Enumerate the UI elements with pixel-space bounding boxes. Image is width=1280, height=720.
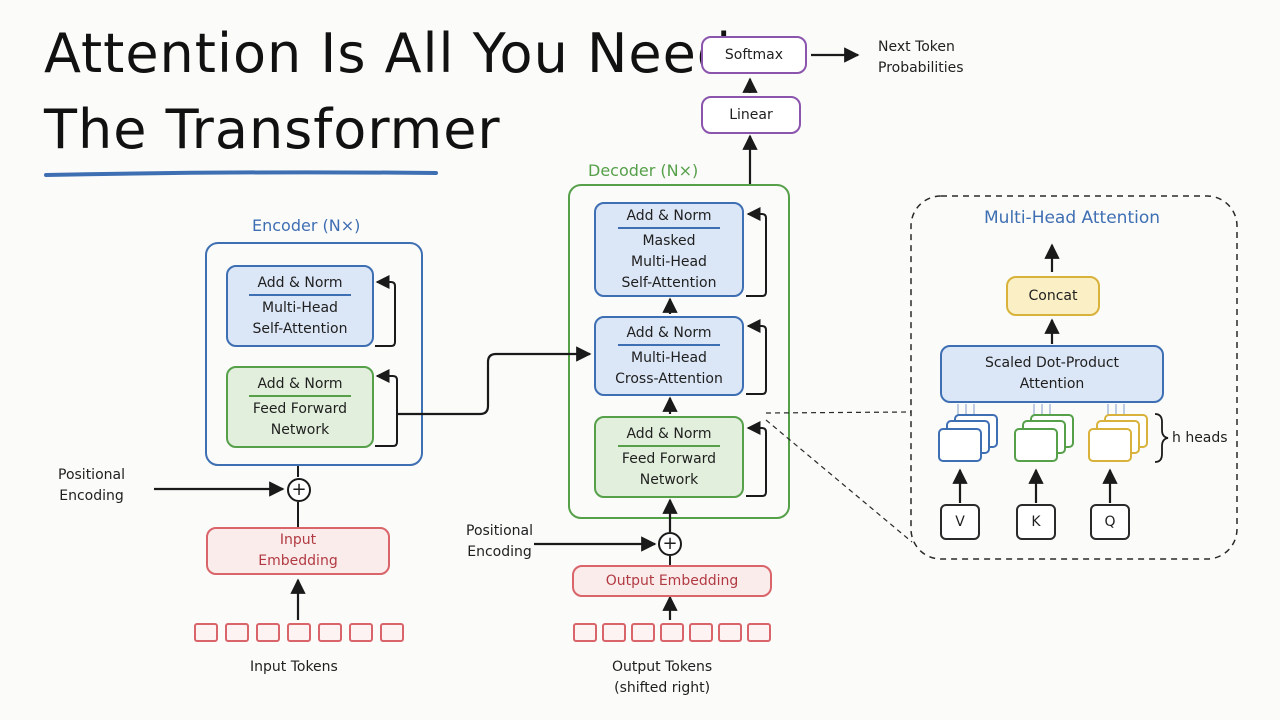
enc-residual-attn: [375, 275, 396, 347]
input-token: [225, 623, 249, 642]
input-embedding-block: Input Embedding: [206, 527, 390, 575]
input-token: [287, 623, 311, 642]
decoder-masked-line1: Masked: [642, 232, 696, 249]
input-tokens-label: Input Tokens: [250, 659, 338, 675]
decoder-label: Decoder (N×): [588, 161, 699, 180]
encoder-attn-line2: Self-Attention: [252, 320, 348, 337]
next-token-line2: Probabilities: [878, 60, 964, 76]
mha-detail-frame: [910, 195, 1238, 560]
output-token: [747, 623, 771, 642]
dec-residual-masked: [746, 207, 767, 297]
encoder-attn-add-norm: Add & Norm: [249, 273, 351, 296]
encoder-ffn-line1: Feed Forward: [252, 400, 348, 417]
next-token-probabilities: Next Token Probabilities: [878, 37, 964, 79]
decoder-ffn-add-norm: Add & Norm: [618, 424, 720, 447]
heads-brace: [1154, 413, 1169, 463]
zoom-line-top: [765, 411, 912, 414]
output-tokens-label: Output Tokens (shifted right): [612, 657, 712, 699]
decoder-cross-line2: Cross-Attention: [615, 370, 723, 387]
mha-detail-title: Multi-Head Attention: [984, 208, 1161, 228]
encoder-add-icon: +: [287, 478, 311, 502]
decoder-masked-line2: Multi-Head: [631, 253, 707, 270]
sdpa-line2: Attention: [1019, 376, 1085, 392]
input-token: [349, 623, 373, 642]
sdpa-line1: Scaled Dot-Product: [984, 355, 1120, 371]
encoder-frame: [205, 242, 423, 466]
scaled-dot-product-attention-block: Scaled Dot-Product Attention: [940, 345, 1164, 403]
next-token-line1: Next Token: [878, 39, 955, 55]
encoder-label: Encoder (N×): [252, 216, 361, 235]
page-title-line2: The Transformer: [44, 98, 501, 161]
arrow-encoder-to-cross-attention: [397, 346, 592, 416]
decoder-masked-attention-block: Add & Norm Masked Multi-Head Self-Attent…: [594, 202, 744, 297]
encoder-ffn-add-norm: Add & Norm: [249, 374, 351, 397]
encoder-ffn-block: Add & Norm Feed Forward Network: [226, 366, 374, 448]
v-input: V: [940, 504, 980, 540]
linear-block: Linear: [701, 96, 801, 134]
title-underline: [44, 170, 438, 177]
encoder-attn-line1: Multi-Head: [262, 299, 338, 316]
decoder-ffn-line2: Network: [639, 471, 699, 488]
h-heads-label: h heads: [1172, 430, 1228, 446]
decoder-frame: [568, 184, 790, 519]
output-token: [631, 623, 655, 642]
decoder-cross-attention-block: Add & Norm Multi-Head Cross-Attention: [594, 316, 744, 396]
input-token: [380, 623, 404, 642]
input-embedding-line1: Input: [279, 532, 317, 548]
zoom-line-bottom: [765, 419, 913, 543]
output-tokens-line2: (shifted right): [614, 680, 711, 696]
output-tokens-line1: Output Tokens: [612, 659, 713, 675]
decoder-posenc-line2: Encoding: [467, 544, 532, 560]
q-head: [1088, 428, 1132, 462]
output-token: [573, 623, 597, 642]
concat-block: Concat: [1006, 276, 1100, 316]
decoder-masked-line3: Self-Attention: [621, 274, 717, 291]
input-embedding-line2: Embedding: [258, 553, 338, 569]
decoder-add-icon: +: [658, 532, 682, 556]
q-input: Q: [1090, 504, 1130, 540]
dec-residual-ffn: [746, 421, 767, 497]
decoder-masked-add-norm: Add & Norm: [618, 206, 720, 229]
enc-residual-ffn: [375, 369, 398, 447]
decoder-cross-line1: Multi-Head: [631, 349, 707, 366]
output-embedding-block: Output Embedding: [572, 565, 772, 597]
encoder-attention-block: Add & Norm Multi-Head Self-Attention: [226, 265, 374, 347]
k-head: [1014, 428, 1058, 462]
encoder-positional-encoding: Positional Encoding: [58, 465, 125, 507]
encoder-ffn-line2: Network: [270, 421, 330, 438]
input-token: [194, 623, 218, 642]
decoder-ffn-line1: Feed Forward: [621, 450, 717, 467]
input-token: [318, 623, 342, 642]
decoder-ffn-block: Add & Norm Feed Forward Network: [594, 416, 744, 498]
encoder-posenc-line2: Encoding: [59, 488, 124, 504]
input-token: [256, 623, 280, 642]
encoder-posenc-line1: Positional: [58, 467, 125, 483]
output-token: [660, 623, 684, 642]
output-token: [602, 623, 626, 642]
decoder-positional-encoding: Positional Encoding: [466, 521, 533, 563]
k-input: K: [1016, 504, 1056, 540]
softmax-block: Softmax: [701, 36, 807, 74]
output-token: [689, 623, 713, 642]
output-token: [718, 623, 742, 642]
v-head: [938, 428, 982, 462]
dec-residual-cross: [746, 319, 767, 395]
decoder-cross-add-norm: Add & Norm: [618, 323, 720, 346]
page-title-line1: Attention Is All You Need:: [44, 22, 752, 85]
decoder-posenc-line1: Positional: [466, 523, 533, 539]
